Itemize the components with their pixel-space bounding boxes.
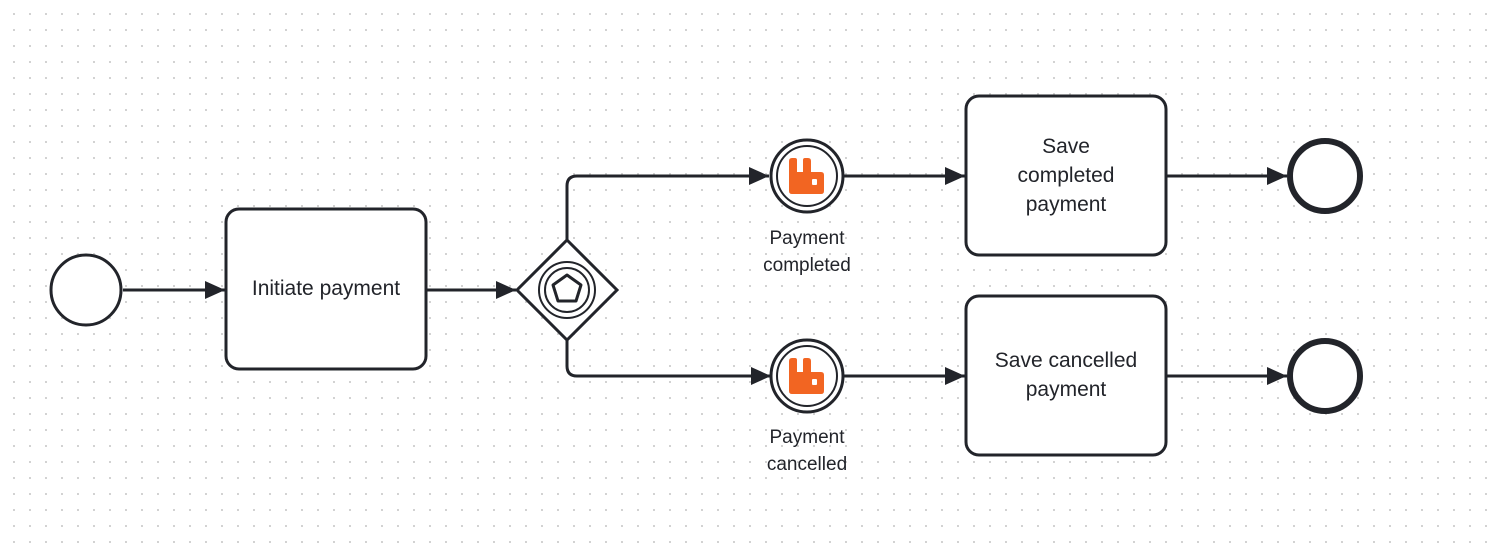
event-label-line: completed: [763, 255, 851, 276]
event-label-line: cancelled: [766, 454, 848, 475]
message-event-payment-cancelled[interactable]: [769, 338, 845, 414]
event-payment-completed-label: Payment completed: [727, 225, 887, 279]
task-label-line: completed: [1017, 164, 1115, 187]
message-event-payment-completed[interactable]: [769, 138, 845, 214]
event-label-line: Payment: [769, 228, 845, 249]
task-label-line: payment: [1025, 378, 1107, 401]
task-label-line: Initiate payment: [251, 277, 401, 300]
rabbitmq-icon: [789, 358, 824, 394]
start-event[interactable]: [49, 253, 123, 327]
task-save-cancelled-payment-label: Save cancelled payment: [966, 346, 1166, 404]
task-initiate-payment-label: Initiate payment: [226, 274, 426, 303]
end-event-cancelled[interactable]: [1287, 338, 1363, 414]
event-payment-cancelled-label: Payment cancelled: [727, 424, 887, 478]
flow-gateway-to-completed[interactable]: [565, 167, 769, 240]
task-label-line: Save cancelled: [994, 349, 1138, 372]
rabbitmq-icon: [789, 158, 824, 194]
task-save-cancelled-payment[interactable]: [964, 294, 1168, 457]
task-save-completed-payment-label: Save completed payment: [966, 132, 1166, 219]
task-initiate-payment[interactable]: [224, 207, 428, 371]
flow-gateway-to-cancelled[interactable]: [565, 340, 771, 385]
pentagon-icon: [551, 273, 583, 303]
event-based-gateway[interactable]: [514, 237, 620, 343]
end-event-completed[interactable]: [1287, 138, 1363, 214]
event-label-line: Payment: [769, 427, 845, 448]
sequence-flows: [123, 167, 1287, 385]
task-save-completed-payment[interactable]: [964, 94, 1168, 257]
task-label-line: payment: [1025, 193, 1107, 216]
task-label-line: Save: [1042, 135, 1090, 158]
